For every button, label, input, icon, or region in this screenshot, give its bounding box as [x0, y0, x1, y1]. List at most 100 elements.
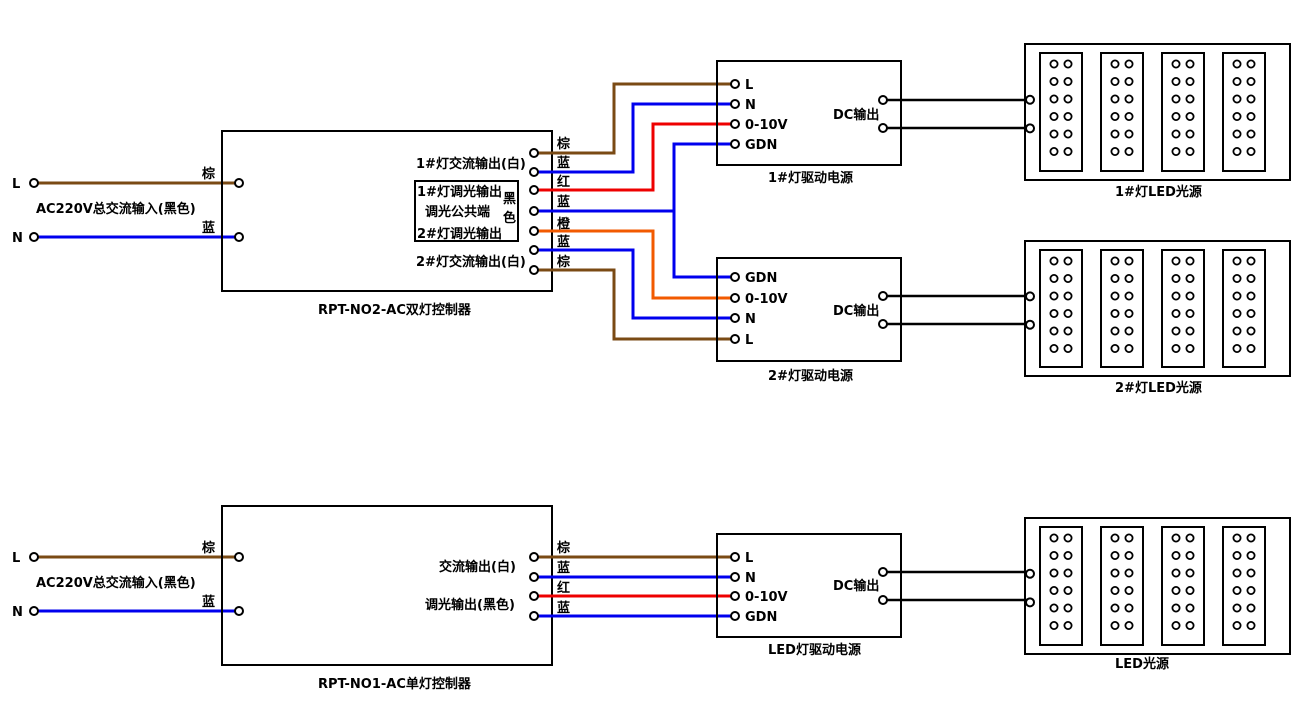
top-led1-name: 1#灯LED光源 [1115, 184, 1202, 200]
top-driver2-pin-label: GDN [745, 271, 777, 286]
top-ctrl-in-n-terminal [234, 232, 244, 242]
bottom-input-l-label: L [12, 551, 20, 566]
top-driver2-pin-label: L [745, 333, 753, 348]
bottom-ctrl-out-label: 交流输出(白) [439, 559, 516, 575]
led-dot [1124, 308, 1134, 318]
led-dot [1124, 77, 1134, 87]
top-driver2-pin-terminal [730, 293, 740, 303]
top-ctrl-dim2-label: 2#灯调光输出 [417, 226, 502, 242]
led-dot [1246, 146, 1256, 156]
top-driver1-pin-label: L [745, 78, 753, 93]
led-dot [1110, 59, 1120, 69]
bottom-ctrl-out-terminal [529, 572, 539, 582]
top-ctrl-out-terminal [529, 206, 539, 216]
led-input-terminal [1025, 291, 1035, 302]
led-dot [1110, 77, 1120, 87]
led-dot [1049, 77, 1059, 87]
led-dot [1171, 551, 1181, 561]
bottom-driver-name: LED灯驱动电源 [768, 642, 861, 658]
top-led2-panel [1024, 240, 1291, 377]
led-panel-frame [1024, 43, 1291, 181]
top-ctrl-out-terminal [529, 167, 539, 177]
top-driver2-dc-label: DC输出 [833, 303, 879, 319]
top-input-brown-tag: 棕 [201, 166, 215, 182]
led-dot [1124, 59, 1134, 69]
top-input-n-terminal [29, 232, 39, 242]
led-dot [1246, 586, 1256, 596]
led-dot [1124, 129, 1134, 139]
top-wire-tag: 蓝 [557, 234, 570, 250]
led-dot [1049, 256, 1059, 266]
bottom-driver-dc-terminal [878, 595, 888, 605]
led-module [1039, 249, 1083, 368]
led-panel-frame [1024, 240, 1291, 377]
top-wire-1-n-blue [534, 102, 735, 174]
bottom-ctrl-out-terminal [529, 552, 539, 562]
top-wire-2-dim-orange [534, 229, 735, 300]
led-dot [1171, 273, 1181, 283]
top-input-blue-tag: 蓝 [202, 220, 215, 236]
led-dot [1063, 59, 1073, 69]
bottom-wire-tag: 蓝 [557, 600, 570, 616]
top-driver2-dc-terminal [878, 291, 888, 301]
top-ctrl-common-label: 调光公共端 [425, 204, 490, 220]
bottom-input-brown-tag: 棕 [201, 540, 215, 556]
led-dot [1110, 94, 1120, 104]
led-dot [1124, 603, 1134, 613]
top-ctrl-out-terminal [529, 245, 539, 255]
top-ctrl-out1-label: 1#灯交流输出(白) [416, 156, 526, 172]
led-dot [1063, 112, 1073, 122]
bottom-controller-box [221, 505, 553, 666]
led-dot [1246, 291, 1256, 301]
led-dot [1171, 77, 1181, 87]
top-led1-panel [1024, 43, 1291, 181]
led-dot [1124, 568, 1134, 578]
led-dot [1049, 112, 1059, 122]
led-dot [1246, 59, 1256, 69]
led-dot [1185, 568, 1195, 578]
led-dot [1185, 621, 1195, 631]
led-dot [1063, 533, 1073, 543]
top-driver2-dc-wire [883, 294, 1030, 326]
led-dot [1232, 146, 1242, 156]
top-ctrl-out-terminal [529, 226, 539, 236]
top-wire-tag: 蓝 [557, 155, 570, 171]
led-dot [1049, 533, 1059, 543]
led-dot [1185, 603, 1195, 613]
top-dim-label-box [414, 180, 519, 242]
led-dot [1124, 621, 1134, 631]
led-dot [1049, 586, 1059, 596]
led-module [1039, 526, 1083, 646]
bottom-ctrl-out-terminal [529, 591, 539, 601]
led-dot [1232, 621, 1242, 631]
bottom-driver-pin-terminal [730, 572, 740, 582]
led-dot [1049, 308, 1059, 318]
led-dot [1124, 551, 1134, 561]
led-dot [1185, 551, 1195, 561]
led-module [1161, 526, 1205, 646]
top-driver1-pin-label: N [745, 98, 756, 113]
led-dot [1185, 291, 1195, 301]
led-dot [1232, 603, 1242, 613]
led-dot [1232, 343, 1242, 353]
top-driver2-pin-terminal [730, 272, 740, 282]
led-dot [1171, 308, 1181, 318]
led-dot [1171, 146, 1181, 156]
led-module [1222, 526, 1266, 646]
led-input-terminal [1025, 94, 1035, 105]
top-input-l-terminal [29, 178, 39, 188]
bottom-input-desc: AC220V总交流输入(黑色) [36, 575, 196, 591]
led-dot [1246, 326, 1256, 336]
led-dot [1171, 129, 1181, 139]
bottom-ctrl-in-n-terminal [234, 606, 244, 616]
led-dot [1185, 146, 1195, 156]
led-dot [1049, 551, 1059, 561]
top-ctrl-out-terminal [529, 148, 539, 158]
led-dot [1124, 94, 1134, 104]
top-wire-1-l-brown [534, 82, 735, 155]
bottom-driver-pin-terminal [730, 611, 740, 621]
led-dot [1110, 129, 1120, 139]
led-dot [1171, 621, 1181, 631]
top-driver1-dc-terminal [878, 123, 888, 133]
bottom-driver-pin-terminal [730, 552, 740, 562]
